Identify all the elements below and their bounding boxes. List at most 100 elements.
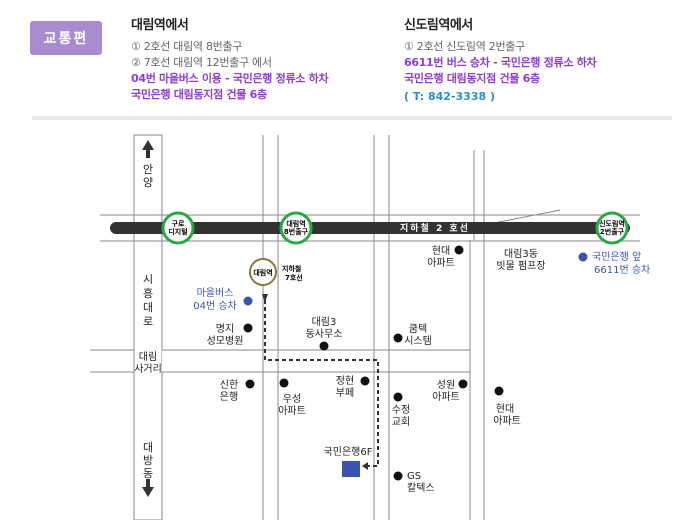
bus-stop-label: 마을버스 [197, 287, 234, 299]
road-west-spur [90, 349, 135, 373]
direction-label: 동 [143, 467, 153, 480]
arrow-up-icon [142, 140, 154, 158]
direction-label: 양 [143, 176, 153, 189]
station-label: 대림역 [286, 219, 305, 228]
destination-label: 국민은행6F [324, 446, 373, 458]
station-label: 8번출구 [284, 227, 309, 236]
route-title: 대림역에서 [131, 18, 189, 33]
route-start-arrow [262, 294, 268, 302]
section-divider [32, 116, 672, 120]
landmark-label: 성원 [437, 379, 455, 391]
transport-badge: 교통편 [30, 21, 102, 55]
landmark-label: 빗물 펌프장 [496, 260, 545, 272]
station-sindorim: 신도림역 2번출구 [595, 211, 629, 245]
route-highlight: 국민은행 대림동지점 건물 6층 [404, 72, 540, 85]
station-label: 2번출구 [600, 227, 625, 236]
landmark-label: 대림3 [312, 316, 337, 328]
landmark-label: 아파트 [427, 257, 455, 269]
landmark-label: 은행 [220, 391, 238, 403]
direction-label: 안 [143, 163, 153, 176]
landmark-label: 쿰텍 [409, 323, 427, 335]
landmark-label: 부페 [336, 387, 354, 399]
route-highlight: 국민은행 대림동지점 건물 6층 [131, 88, 267, 101]
route-title: 신도림역에서 [404, 18, 473, 33]
landmark-dot [393, 392, 403, 402]
landmark-label: 정현 [336, 375, 354, 387]
route-highlight: 6611번 버스 승차 - 국민은행 정류소 하차 [404, 56, 597, 69]
road-spine [100, 214, 640, 242]
landmark-dot [279, 378, 289, 388]
route-line: ① 2호선 대림역 8번출구 [131, 40, 243, 53]
station-label: 구로 [172, 220, 185, 228]
road-name-label: 흥 [143, 286, 153, 300]
landmark-label: 칼텍스 [407, 481, 435, 494]
road-north-south-center [373, 135, 390, 520]
landmark-dot [393, 471, 403, 481]
walking-route [264, 300, 379, 467]
phone-number: ( T: 842-3338 ) [404, 90, 495, 103]
road-east-west-mid [162, 349, 471, 373]
bus-stop-dot [578, 252, 588, 262]
route-line: ② 7호선 대림역 12번출구 에서 [131, 56, 272, 69]
bus-stop-label: 국민은행 앞 [592, 251, 641, 263]
station-ring [249, 258, 277, 286]
landmark-label: 성모병원 [207, 335, 244, 347]
subway-line-2 [110, 222, 630, 234]
landmark-dot [458, 379, 468, 389]
station-daerim: 대림역 8번출구 [279, 211, 313, 245]
station-daerim-line7: 대림역 [249, 258, 277, 286]
direction-label: 방 [143, 454, 153, 467]
landmark-label: 시스템 [404, 335, 432, 347]
landmark-label: 신한 [220, 379, 238, 391]
route-highlight: 04번 마을버스 이용 - 국민은행 정류소 하차 [131, 72, 329, 85]
road-name-label: 대 [143, 301, 153, 314]
road-north-south-mid [262, 135, 279, 520]
landmark-label: GS [407, 471, 421, 482]
bus-stop-dot [243, 296, 253, 306]
landmark-dot [494, 386, 504, 396]
landmark-label: 명지 [216, 323, 234, 335]
bus-stop-label: 6611번 승차 [594, 264, 650, 276]
landmark-dot [393, 333, 403, 343]
station-label: 대림역 [253, 268, 272, 277]
landmark-label: 대림3동 [504, 248, 538, 260]
station-label: 디지털 [168, 227, 187, 236]
destination-marker [342, 461, 360, 477]
landmark-dot [243, 323, 253, 333]
route-from-daerim: 대림역에서 ① 2호선 대림역 8번출구 ② 7호선 대림역 12번출구 에서 … [131, 14, 329, 103]
roads [90, 134, 640, 520]
intersection-label: 대림 [139, 351, 157, 363]
landmark-label: 현대 [432, 245, 450, 257]
direction-label: 대 [143, 441, 153, 454]
station-ring [595, 211, 629, 245]
landmark-label: 현대 [496, 403, 514, 415]
landmark-label: 우성 [283, 393, 301, 405]
bus-stop-label: 04번 승차 [193, 300, 237, 312]
station-ring [279, 211, 313, 245]
route-line: ① 2호선 신도림역 2번출구 [404, 40, 525, 53]
landmark-dot [245, 379, 255, 389]
route-from-sindorim: 신도림역에서 ① 2호선 신도림역 2번출구 6611번 버스 승차 - 국민은… [404, 14, 597, 105]
station-guro-digital: 구로 디지털 [161, 211, 195, 245]
road-name-label: 로 [143, 315, 153, 328]
station-ring [161, 211, 195, 245]
landmark-label: 수정 [392, 404, 410, 416]
landmark-label: 교회 [392, 416, 410, 428]
landmark-label: 아파트 [432, 391, 460, 403]
station-label: 신도림역 [599, 219, 625, 228]
landmark-label: 동사무소 [306, 328, 343, 340]
line7-label: 지하철 [282, 264, 301, 273]
intersection-label: 사거리 [134, 363, 162, 375]
landmark-dot [360, 376, 370, 386]
landmark-label: 아파트 [278, 405, 306, 417]
road-north-south-right [469, 240, 485, 520]
landmark-dot [319, 341, 329, 351]
landmark-label: 아파트 [493, 415, 521, 427]
arrow-down-icon [142, 479, 154, 497]
route-end-arrow [362, 462, 368, 470]
landmark-dot [454, 245, 464, 255]
line7-label: 7호선 [285, 273, 303, 282]
subway-line-2-label: 지하철 2 호선 [400, 222, 470, 234]
road-name-label: 시 [143, 273, 153, 286]
